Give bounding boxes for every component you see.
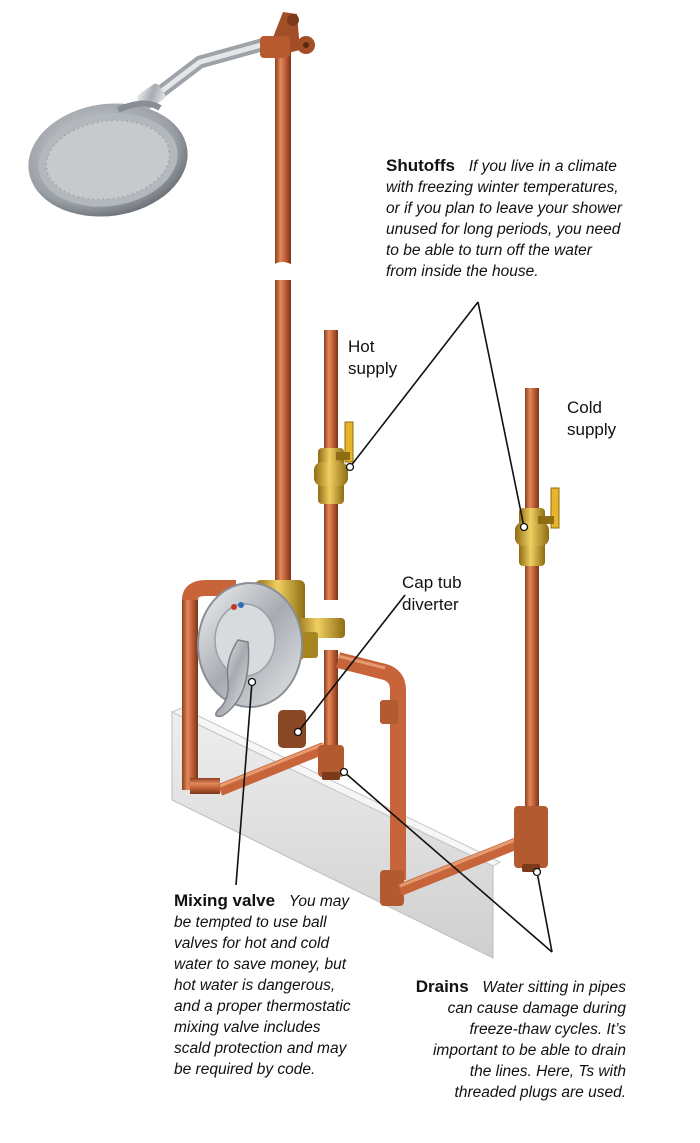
cold-supply-label-line2: supply — [567, 420, 617, 439]
leader-endpoints — [247, 462, 542, 877]
cold-supply-label: Cold supply — [567, 397, 616, 441]
left-loop-pipe — [182, 580, 327, 796]
leader-cap-tub-diverter — [297, 594, 406, 733]
right-loop-pipe — [336, 652, 528, 906]
mixing-valve-heading: Mixing valve — [174, 891, 285, 910]
leader-shutoffs-cold — [477, 301, 525, 528]
drain-tee-cold — [514, 806, 548, 872]
shutoffs-heading: Shutoffs — [386, 156, 465, 175]
mixing-valve — [197, 580, 345, 748]
cap-tub-diverter-label-line1: Cap tub — [402, 573, 462, 592]
mixing-valve-callout: Mixing valve You may be tempted to use b… — [174, 890, 356, 1080]
hot-supply-label-line1: Hot — [348, 337, 375, 356]
cold-supply-label-line1: Cold — [567, 398, 602, 417]
shower-riser-pipe — [270, 50, 296, 610]
cap-tub-diverter-label-line2: diverter — [402, 595, 459, 614]
hot-shutoff-valve — [314, 421, 354, 504]
leader-mixing-valve — [235, 681, 253, 886]
leader-dot-hot-valve — [345, 462, 355, 472]
leader-dot-cold-valve — [519, 522, 529, 532]
leader-dot-drain-hot — [339, 767, 349, 777]
leader-drains-cold — [536, 871, 553, 953]
shutoffs-callout: Shutoffs If you live in a climate with f… — [386, 155, 626, 282]
shutoffs-text: If you live in a climate with freezing w… — [386, 158, 623, 280]
drains-heading: Drains — [415, 977, 479, 996]
leader-dot-drain-cold — [532, 867, 542, 877]
drains-callout: Drains Water sitting in pipes can cause … — [410, 976, 626, 1103]
hot-supply-label-line2: supply — [348, 359, 398, 378]
hot-supply-pipe — [324, 330, 338, 750]
shower-arm — [136, 37, 272, 111]
cap-tub-diverter-label: Cap tub diverter — [402, 572, 462, 616]
leader-shutoffs-hot — [349, 301, 479, 468]
mixing-valve-text: You may be tempted to use ball valves fo… — [174, 893, 351, 1078]
mounting-board-edge — [170, 707, 502, 867]
leader-dot-diverter — [293, 727, 303, 737]
cold-supply-pipe — [525, 388, 539, 810]
drop-ear-elbow — [260, 12, 315, 58]
drains-text: Water sitting in pipes can cause damage … — [432, 979, 626, 1101]
leader-dot-mixing-valve — [247, 677, 257, 687]
hot-supply-label: Hot supply — [348, 336, 397, 380]
leader-drains-hot — [343, 771, 553, 953]
shower-head — [28, 100, 188, 217]
drain-tee-hot — [318, 745, 344, 780]
leader-lines — [235, 301, 553, 953]
